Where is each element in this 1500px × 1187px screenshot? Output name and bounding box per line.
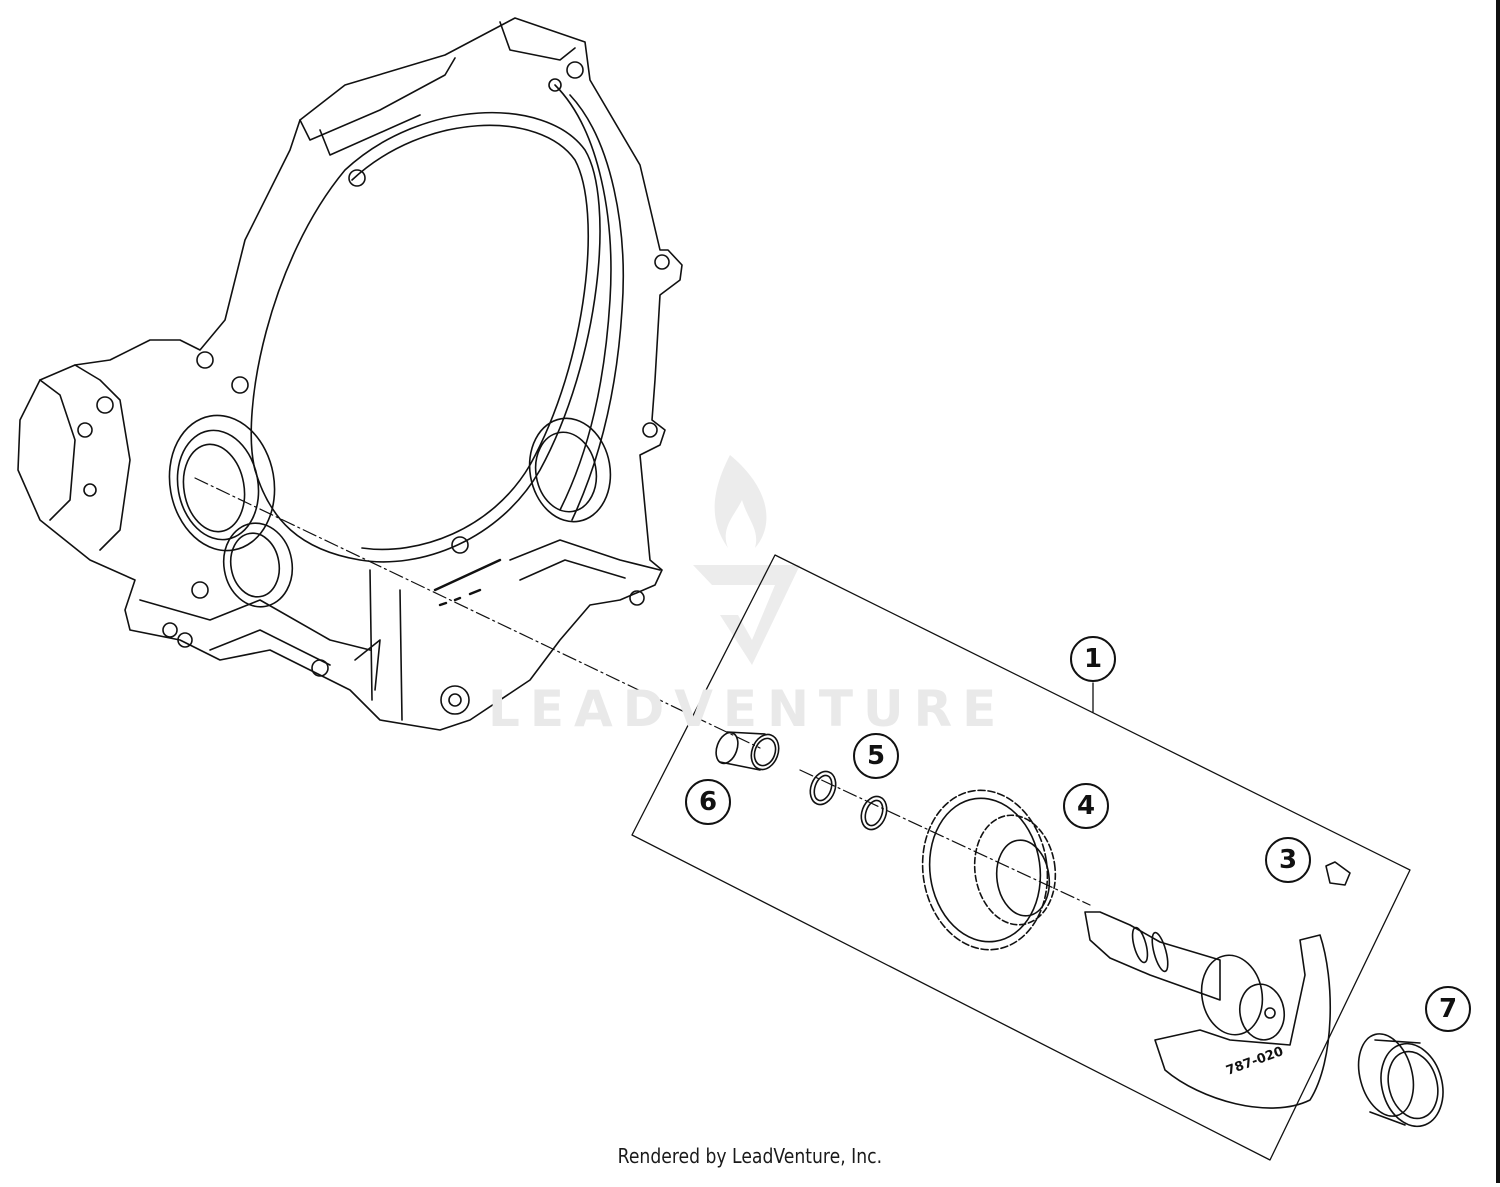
assembly-axis-line — [194, 477, 1091, 906]
callout-label: 7 — [1438, 994, 1458, 1024]
callout-5[interactable]: 5 — [853, 733, 899, 779]
callout-1[interactable]: 1 — [1070, 636, 1116, 682]
part-6-bushing — [715, 731, 780, 771]
callout-4[interactable]: 4 — [1063, 783, 1109, 829]
segment-marking-text: 787-020 — [1224, 1044, 1285, 1079]
watermark-text: LEADVENTURE — [488, 680, 1007, 738]
part-5-washers — [809, 770, 888, 831]
callout-label: 4 — [1076, 791, 1096, 821]
casing-part-number-stamp — [433, 558, 502, 607]
callout-6[interactable]: 6 — [685, 779, 731, 825]
part-4-gear — [921, 789, 1057, 951]
callout-3[interactable]: 3 — [1265, 837, 1311, 883]
callout-label: 1 — [1083, 644, 1103, 674]
assembly-group-bracket — [631, 554, 1411, 1161]
callout-label: 3 — [1278, 845, 1298, 875]
kickstarter-shaft: 787-020 — [1084, 911, 1332, 1109]
engine-side-cover — [17, 17, 683, 731]
callout-label: 5 — [866, 741, 886, 771]
part-3-key — [1325, 861, 1351, 886]
part-7-seal — [1357, 1033, 1444, 1128]
leadventure-logo-icon — [693, 455, 800, 665]
callout-7[interactable]: 7 — [1425, 986, 1471, 1032]
callout-label: 6 — [698, 787, 718, 817]
footer-credit: Rendered by LeadVenture, Inc. — [617, 1144, 883, 1168]
frame-border — [1496, 0, 1500, 1183]
